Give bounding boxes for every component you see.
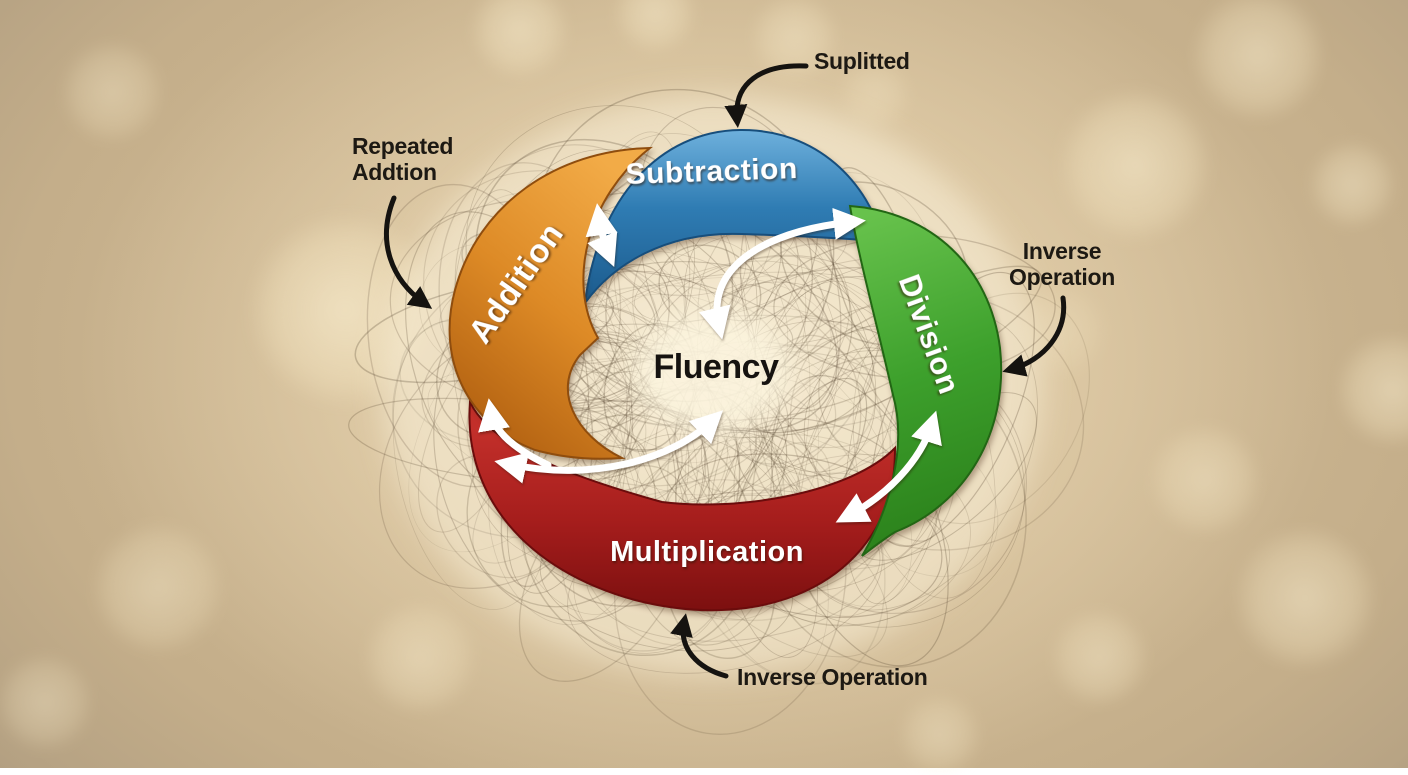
note-repeated-line1: Repeated — [352, 133, 454, 159]
bokeh-circle — [62, 42, 162, 142]
bokeh-circle — [472, 0, 567, 77]
repeated-addtion-callout-arrow — [384, 195, 433, 309]
callout-arrows — [384, 63, 1067, 679]
relation-arrows — [478, 203, 942, 523]
division-multiplication-arrow — [835, 410, 942, 523]
subtraction-label: Subtraction — [625, 152, 798, 191]
bokeh-circle — [900, 695, 980, 775]
note-repeated-line2: Addtion — [352, 158, 437, 185]
bokeh-circle — [1150, 425, 1260, 535]
bokeh-circle — [365, 603, 475, 713]
note-suplitted-text: Suplitted — [814, 48, 910, 74]
center-division-arrow — [699, 207, 866, 340]
bokeh-circle — [1310, 142, 1395, 227]
inverse-right-callout-arrow — [1002, 295, 1067, 377]
fluency-label: Fluency — [654, 348, 780, 386]
note-repeated-addtion: Repeated Addtion — [352, 133, 453, 185]
note-inverse-bottom: Inverse Operation — [737, 664, 928, 690]
bokeh-circle — [1060, 90, 1210, 240]
bokeh-circle — [0, 655, 92, 750]
multiplication-center-arrow — [494, 410, 724, 484]
addition-subtraction-arrow — [585, 203, 618, 267]
center-wash — [634, 312, 790, 432]
note-inverse-right-line1: Inverse — [1022, 238, 1102, 265]
suplitted-callout-arrow — [724, 63, 809, 128]
bokeh-circle — [1235, 528, 1375, 668]
inverse-bottom-callout-arrow — [670, 613, 729, 679]
bokeh-circle — [1193, 0, 1323, 120]
note-inverse-right-line2: Operation — [1009, 264, 1115, 290]
multiplication-addition-arrow — [478, 398, 552, 469]
note-inverse-right: Inverse Operation — [1009, 238, 1115, 290]
division-arc — [848, 204, 1003, 557]
bokeh-circle — [93, 523, 223, 653]
note-inverse-bottom-text: Inverse Operation — [737, 664, 928, 690]
bokeh-circle — [840, 60, 910, 130]
note-suplitted: Suplitted — [814, 48, 910, 74]
bokeh-circle — [1052, 610, 1147, 705]
multiplication-label: Multiplication — [610, 536, 804, 568]
